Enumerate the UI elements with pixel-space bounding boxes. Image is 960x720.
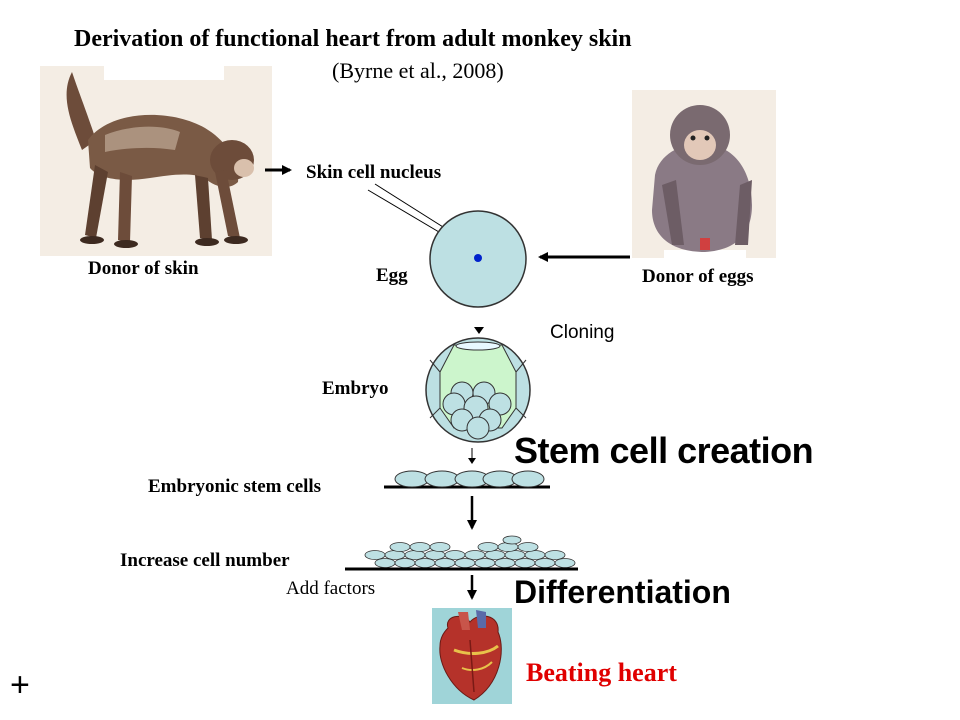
standing-monkey-icon	[40, 66, 272, 256]
cloning-label: Cloning	[550, 322, 615, 343]
citation: (Byrne et al., 2008)	[332, 58, 504, 83]
differentiation-heading: Differentiation	[514, 574, 731, 610]
add-factors-label: Add factors	[286, 578, 376, 599]
down-arrow-small	[468, 458, 476, 464]
embryonic-stem-cells-label: Embryonic stem cells	[148, 476, 322, 497]
beating-heart-label: Beating heart	[526, 658, 677, 687]
embryo-label: Embryo	[322, 378, 389, 399]
stem-cell-row	[384, 470, 550, 489]
egg-label: Egg	[376, 265, 408, 286]
anatomical-heart-icon	[432, 608, 512, 704]
page-title: Derivation of functional heart from adul…	[74, 26, 632, 52]
donor-eggs-label: Donor of eggs	[642, 266, 754, 287]
skin-nucleus-label: Skin cell nucleus	[306, 162, 442, 183]
increase-cell-number-label: Increase cell number	[120, 550, 290, 571]
nucleus-dot	[474, 254, 482, 262]
expanded-cell-row	[345, 535, 578, 571]
stem-cell-creation-heading: Stem cell creation	[514, 430, 814, 471]
embryo-icon	[425, 337, 531, 443]
donor-skin-label: Donor of skin	[88, 258, 199, 279]
sitting-monkey-icon	[632, 90, 776, 260]
down-arrow-small	[474, 327, 484, 334]
plus-sign: +	[10, 666, 30, 704]
